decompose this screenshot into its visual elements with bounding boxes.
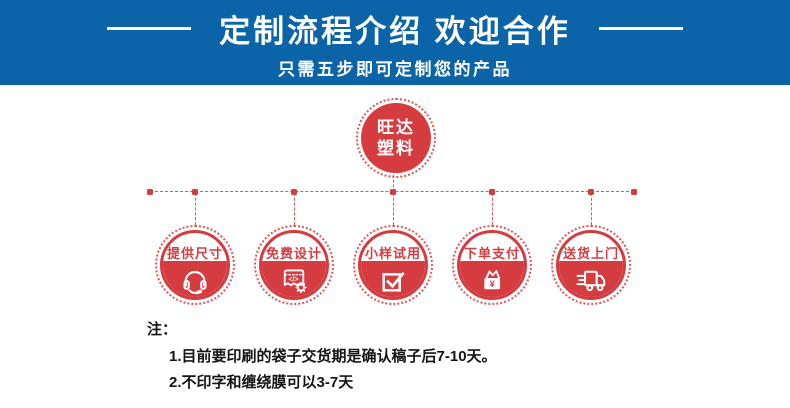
design-code-icon: </> <box>283 269 307 294</box>
title-row: 定制流程介绍 欢迎合作 <box>107 6 683 51</box>
headset-icon <box>183 271 207 295</box>
connector-dot <box>291 189 297 195</box>
page-title: 定制流程介绍 欢迎合作 <box>219 13 571 49</box>
brand-logo: 旺达 塑料 <box>361 103 431 173</box>
connector-dot <box>390 189 396 195</box>
step-order-payment: 下单支付 ¥ <box>457 230 527 300</box>
yen-symbol: ¥ <box>490 279 496 289</box>
brand-logo-line2: 塑料 <box>377 139 415 158</box>
branch-connector-line <box>195 193 196 225</box>
step-icon-area: ¥ <box>460 261 524 297</box>
step-sample-trial: 小样试用 <box>358 230 428 300</box>
delivery-truck-icon <box>576 270 606 292</box>
branch-connector-line <box>294 193 295 225</box>
branch-connector-line <box>393 193 394 225</box>
title-decor-line-left <box>107 26 192 30</box>
process-flow-diagram: 旺达 塑料 提供尺寸 免费设计 <box>0 85 790 408</box>
logo-dotted-ring <box>356 98 436 178</box>
step-icon-area <box>163 261 227 297</box>
step-dotted-ring <box>551 225 631 305</box>
note-item: 2.不印字和缠绕膜可以3-7天 <box>169 374 354 391</box>
step-delivery: 送货上门 <box>556 230 626 300</box>
step-icon-area <box>559 261 623 297</box>
step-label: 送货上门 <box>562 246 619 261</box>
header-banner: 定制流程介绍 欢迎合作 只需五步即可定制您的产品 <box>0 0 790 85</box>
step-dotted-ring <box>254 225 334 305</box>
brand-logo-line1: 旺达 <box>377 117 415 137</box>
step-dotted-ring <box>155 225 235 305</box>
page-subtitle: 只需五步即可定制您的产品 <box>278 59 512 79</box>
note-item: 1.目前要印刷的袋子交货期是确认稿子后7-10天。 <box>169 348 497 365</box>
gear-teeth <box>295 281 307 294</box>
checkbox-check-icon <box>382 271 405 292</box>
notes-heading: 注： <box>147 321 178 338</box>
step-icon-area <box>361 261 425 297</box>
connector-dot <box>631 189 637 195</box>
step-dotted-ring <box>452 225 532 305</box>
step-provide-size: 提供尺寸 <box>160 230 230 300</box>
title-decor-line-right <box>598 26 683 30</box>
step-free-design: 免费设计 </> <box>259 230 329 300</box>
step-label: 小样试用 <box>364 246 421 261</box>
notes-items: 1.目前要印刷的袋子交货期是确认稿子后7-10天。 2.不印字和缠绕膜可以3-7… <box>169 344 497 396</box>
branch-connector-line <box>591 193 592 225</box>
step-icon-area: </> <box>262 261 326 297</box>
step-label: 提供尺寸 <box>166 246 223 261</box>
branch-connector-line <box>492 193 493 225</box>
connector-dot <box>192 189 198 195</box>
step-label: 下单支付 <box>463 246 520 261</box>
connector-dot <box>489 189 495 195</box>
connector-dot <box>147 189 153 195</box>
purse-yen-icon: ¥ <box>484 270 501 290</box>
logo-connector-line <box>393 175 394 192</box>
step-label: 免费设计 <box>265 246 322 261</box>
code-symbol: </> <box>289 276 299 283</box>
step-dotted-ring <box>353 225 433 305</box>
connector-dot <box>588 189 594 195</box>
notes-block: 注： 1.目前要印刷的袋子交货期是确认稿子后7-10天。 2.不印字和缠绕膜可以… <box>147 318 497 396</box>
